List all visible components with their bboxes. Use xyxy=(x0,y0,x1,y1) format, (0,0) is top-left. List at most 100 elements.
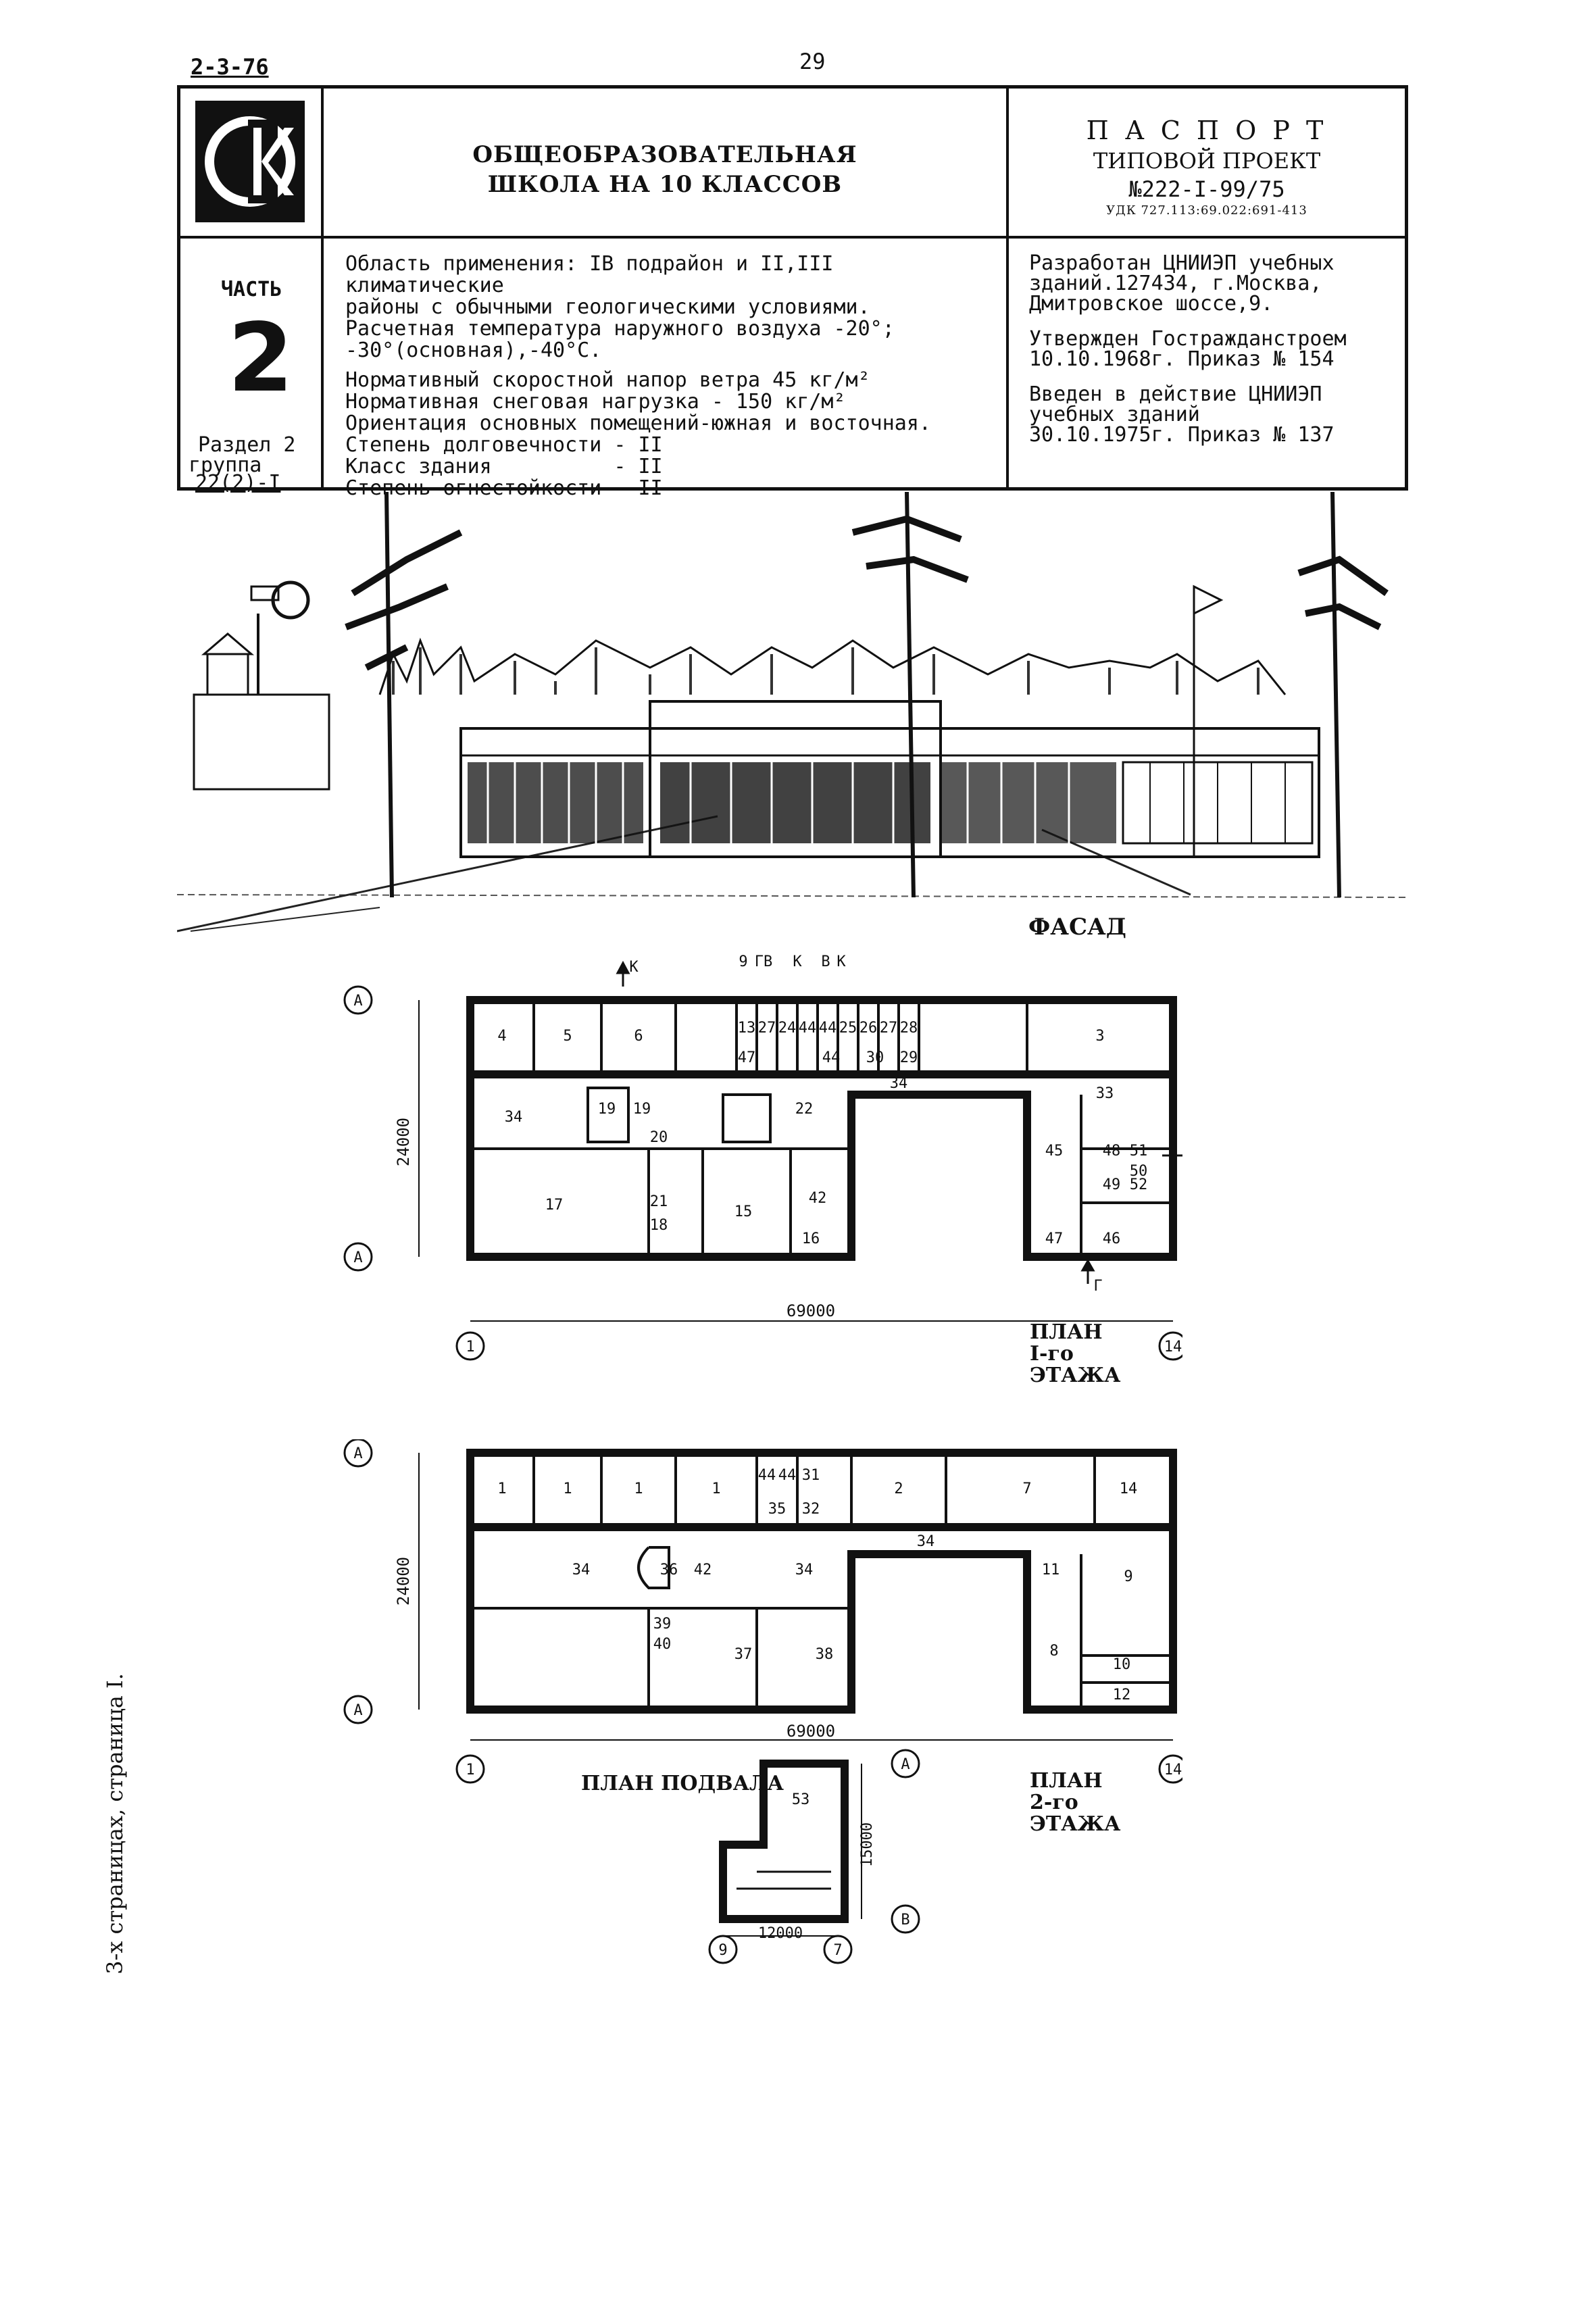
svg-text:1: 1 xyxy=(712,1480,720,1497)
logo-mark xyxy=(195,101,305,222)
svg-text:А: А xyxy=(353,1445,362,1462)
dev-line: зданий.127434, г.Москва, xyxy=(1029,272,1322,295)
udk-code: УДК 727.113:69.022:691-413 xyxy=(1106,203,1307,218)
svg-text:1: 1 xyxy=(466,1762,474,1778)
dev-line: 10.10.1968г. Приказ № 154 xyxy=(1029,347,1335,371)
svg-text:7: 7 xyxy=(833,1942,842,1959)
svg-text:14: 14 xyxy=(1164,1339,1182,1355)
app-line: районы с обычными геологическими условия… xyxy=(345,295,870,319)
plan2-label-line: 2-го xyxy=(1030,1791,1078,1814)
project-title-line2: ШКОЛА НА 10 КЛАССОВ xyxy=(487,171,843,198)
svg-text:44: 44 xyxy=(778,1467,797,1484)
group-underline xyxy=(177,488,322,491)
svg-text:49: 49 xyxy=(1103,1176,1121,1193)
group-value: 22(2)-I xyxy=(195,471,281,495)
svg-text:14: 14 xyxy=(1164,1762,1182,1778)
svg-text:17: 17 xyxy=(545,1197,564,1214)
svg-text:34: 34 xyxy=(917,1533,935,1550)
svg-text:13: 13 xyxy=(738,1020,756,1037)
svg-text:40: 40 xyxy=(653,1636,672,1653)
svg-text:А: А xyxy=(353,1702,362,1719)
svg-text:34: 34 xyxy=(890,1075,908,1092)
svg-text:47: 47 xyxy=(738,1049,756,1066)
svg-text:1: 1 xyxy=(563,1480,572,1497)
svg-text:39: 39 xyxy=(653,1616,672,1633)
svg-text:48: 48 xyxy=(1103,1143,1121,1160)
svg-text:27: 27 xyxy=(758,1020,776,1037)
svg-text:12: 12 xyxy=(1113,1687,1131,1703)
dev-line: 30.10.1975г. Приказ № 137 xyxy=(1029,423,1335,447)
facade-label: ФАСАД xyxy=(1028,914,1126,941)
svg-text:1: 1 xyxy=(497,1480,506,1497)
app-line: Класс здания - II xyxy=(345,455,663,478)
svg-text:44: 44 xyxy=(819,1020,837,1037)
svg-text:18: 18 xyxy=(650,1217,668,1234)
svg-text:А: А xyxy=(353,1249,362,1266)
svg-text:2: 2 xyxy=(894,1480,903,1497)
part-number: 2 xyxy=(228,303,294,414)
svg-text:50: 50 xyxy=(1130,1163,1148,1180)
svg-text:12000: 12000 xyxy=(758,1925,803,1942)
svg-text:7: 7 xyxy=(1022,1480,1031,1497)
svg-text:24000: 24000 xyxy=(394,1118,413,1166)
dev-line: Дмитровское шоссе,9. xyxy=(1029,292,1274,316)
svg-text:К: К xyxy=(629,959,639,976)
svg-text:22: 22 xyxy=(795,1101,814,1118)
svg-text:3: 3 xyxy=(1095,1028,1104,1045)
plan1-label-line: ПЛАН xyxy=(1030,1320,1103,1344)
svg-text:34: 34 xyxy=(795,1562,814,1578)
svg-text:9: 9 xyxy=(718,1942,727,1959)
svg-text:33: 33 xyxy=(1096,1085,1114,1102)
svg-text:11: 11 xyxy=(1042,1562,1060,1578)
application-text: Область применения: IВ подрайон и II,III… xyxy=(345,253,1001,499)
svg-text:В: В xyxy=(901,1912,909,1928)
svg-text:25: 25 xyxy=(839,1020,857,1037)
svg-text:44: 44 xyxy=(822,1049,841,1066)
svg-text:20: 20 xyxy=(650,1129,668,1146)
svg-text:42: 42 xyxy=(809,1190,827,1207)
svg-text:34: 34 xyxy=(572,1562,591,1578)
svg-text:34: 34 xyxy=(505,1109,523,1126)
app-line: Нормативная снеговая нагрузка - 150 кг/м… xyxy=(345,390,846,414)
plan2-label-line: ЭТАЖА xyxy=(1030,1812,1121,1836)
svg-text:27: 27 xyxy=(880,1020,898,1037)
svg-text:24: 24 xyxy=(778,1020,797,1037)
svg-text:37: 37 xyxy=(734,1646,753,1663)
svg-text:Г: Г xyxy=(1093,1278,1102,1295)
svg-text:А: А xyxy=(901,1756,909,1773)
svg-text:В: В xyxy=(821,953,830,970)
app-line: Ориентация основных помещений-южная и во… xyxy=(345,412,931,435)
svg-text:24000: 24000 xyxy=(394,1557,413,1605)
doc-code: 2-3-76 xyxy=(191,54,269,80)
svg-text:21: 21 xyxy=(650,1193,668,1210)
svg-text:45: 45 xyxy=(1045,1143,1064,1160)
svg-text:69000: 69000 xyxy=(787,1301,835,1320)
svg-text:52: 52 xyxy=(1130,1176,1148,1193)
svg-text:5: 5 xyxy=(563,1028,572,1045)
basement-label: ПЛАН ПОДВАЛА xyxy=(581,1772,784,1795)
svg-text:9: 9 xyxy=(1124,1568,1132,1585)
passport-block: П А С П О Р Т ТИПОВОЙ ПРОЕКТ №222-I-99/7… xyxy=(1009,116,1405,218)
svg-text:28: 28 xyxy=(900,1020,918,1037)
part-label: ЧАСТЬ xyxy=(221,278,282,301)
svg-text:16: 16 xyxy=(802,1230,820,1247)
project-title: ОБЩЕОБРАЗОВАТЕЛЬНАЯ ШКОЛА НА 10 КЛАССОВ xyxy=(324,140,1006,199)
svg-text:ГВ: ГВ xyxy=(755,953,773,970)
svg-text:8: 8 xyxy=(1049,1643,1058,1660)
svg-text:19: 19 xyxy=(633,1101,651,1118)
developer-text: Разработан ЦНИИЭП учебных зданий.127434,… xyxy=(1029,253,1401,445)
svg-text:36: 36 xyxy=(660,1562,678,1578)
plan1-label: ПЛАН I-го ЭТАЖА xyxy=(1030,1322,1120,1387)
svg-text:26: 26 xyxy=(859,1020,878,1037)
app-line: Область применения: IВ подрайон и II,III… xyxy=(345,252,834,297)
svg-text:44: 44 xyxy=(758,1467,776,1484)
svg-text:30: 30 xyxy=(866,1049,884,1066)
svg-text:47: 47 xyxy=(1045,1230,1064,1247)
svg-text:9: 9 xyxy=(739,953,747,970)
plan2-label-line: ПЛАН xyxy=(1030,1769,1103,1793)
svg-text:К: К xyxy=(793,953,802,970)
svg-text:15: 15 xyxy=(734,1203,753,1220)
